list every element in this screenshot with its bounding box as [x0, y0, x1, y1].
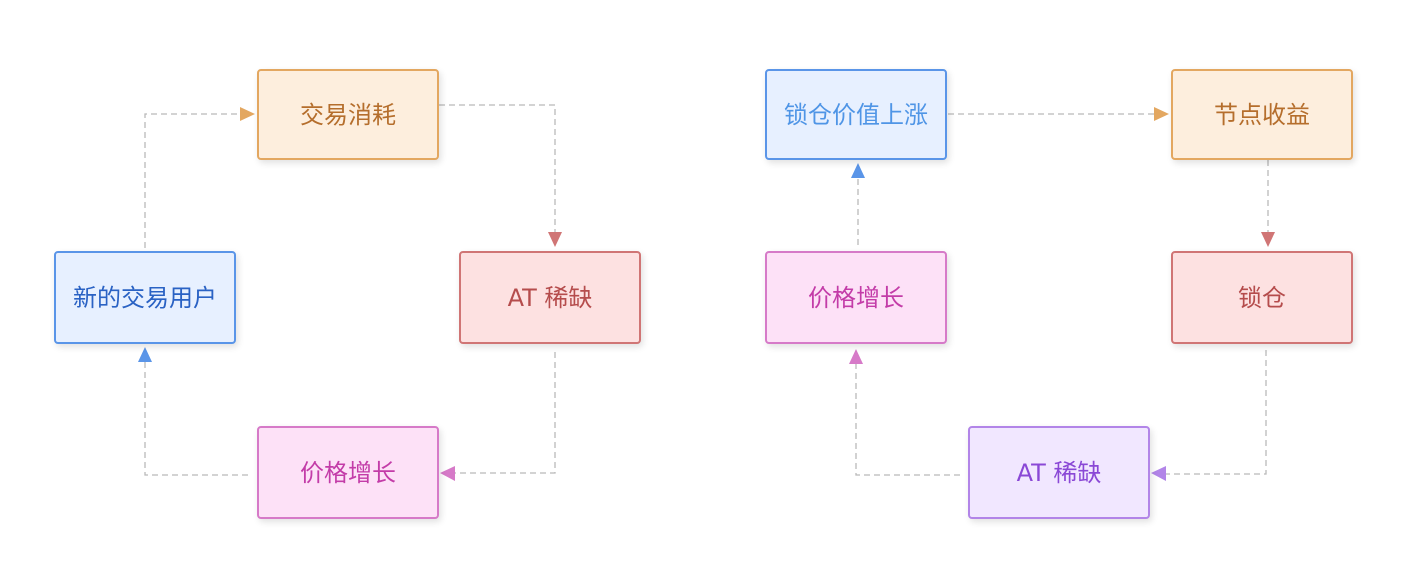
arrowhead-scarce-to-price [440, 466, 455, 481]
node-at-scarcity: AT 稀缺 [459, 251, 641, 344]
node-price-growth: 价格增长 [257, 426, 439, 519]
edge-scarce-to-price [455, 352, 556, 474]
node-label: 节点收益 [1214, 100, 1310, 129]
arrowhead-newusers-to-consume [240, 107, 255, 121]
node-at-scarcity-right: AT 稀缺 [968, 426, 1150, 519]
node-label: 价格增长 [300, 458, 396, 487]
node-new-trading-users: 新的交易用户 [54, 251, 236, 344]
arrowhead-consume-to-scarce [548, 232, 562, 247]
edge-lock-to-scarce [1166, 350, 1267, 475]
node-label: 新的交易用户 [73, 283, 217, 312]
arrowhead-scarce-to-price-r [849, 349, 863, 364]
arrowhead-price-to-lockup [851, 163, 865, 178]
arrowhead-node-to-lock [1261, 232, 1275, 247]
node-lockup-value-rise: 锁仓价值上涨 [765, 69, 947, 160]
node-lock: 锁仓 [1171, 251, 1353, 344]
arrowhead-lockup-to-node [1154, 107, 1169, 121]
edge-newusers-to-consume [144, 113, 240, 248]
arrowhead-lock-to-scarce [1151, 466, 1166, 481]
node-label: AT 稀缺 [1016, 458, 1102, 487]
node-label: 锁仓 [1238, 283, 1286, 312]
node-label: 锁仓价值上涨 [784, 100, 928, 129]
edge-price-to-newusers [144, 362, 248, 476]
arrowhead-price-to-newusers [138, 347, 152, 362]
node-label: 交易消耗 [300, 100, 396, 129]
node-node-income: 节点收益 [1171, 69, 1353, 160]
node-price-growth-right: 价格增长 [765, 251, 947, 344]
edge-consume-to-scarce [439, 104, 556, 233]
node-transaction-consumption: 交易消耗 [257, 69, 439, 160]
edge-scarce-to-price-r [855, 364, 960, 476]
node-label: AT 稀缺 [507, 283, 593, 312]
node-label: 价格增长 [808, 283, 904, 312]
